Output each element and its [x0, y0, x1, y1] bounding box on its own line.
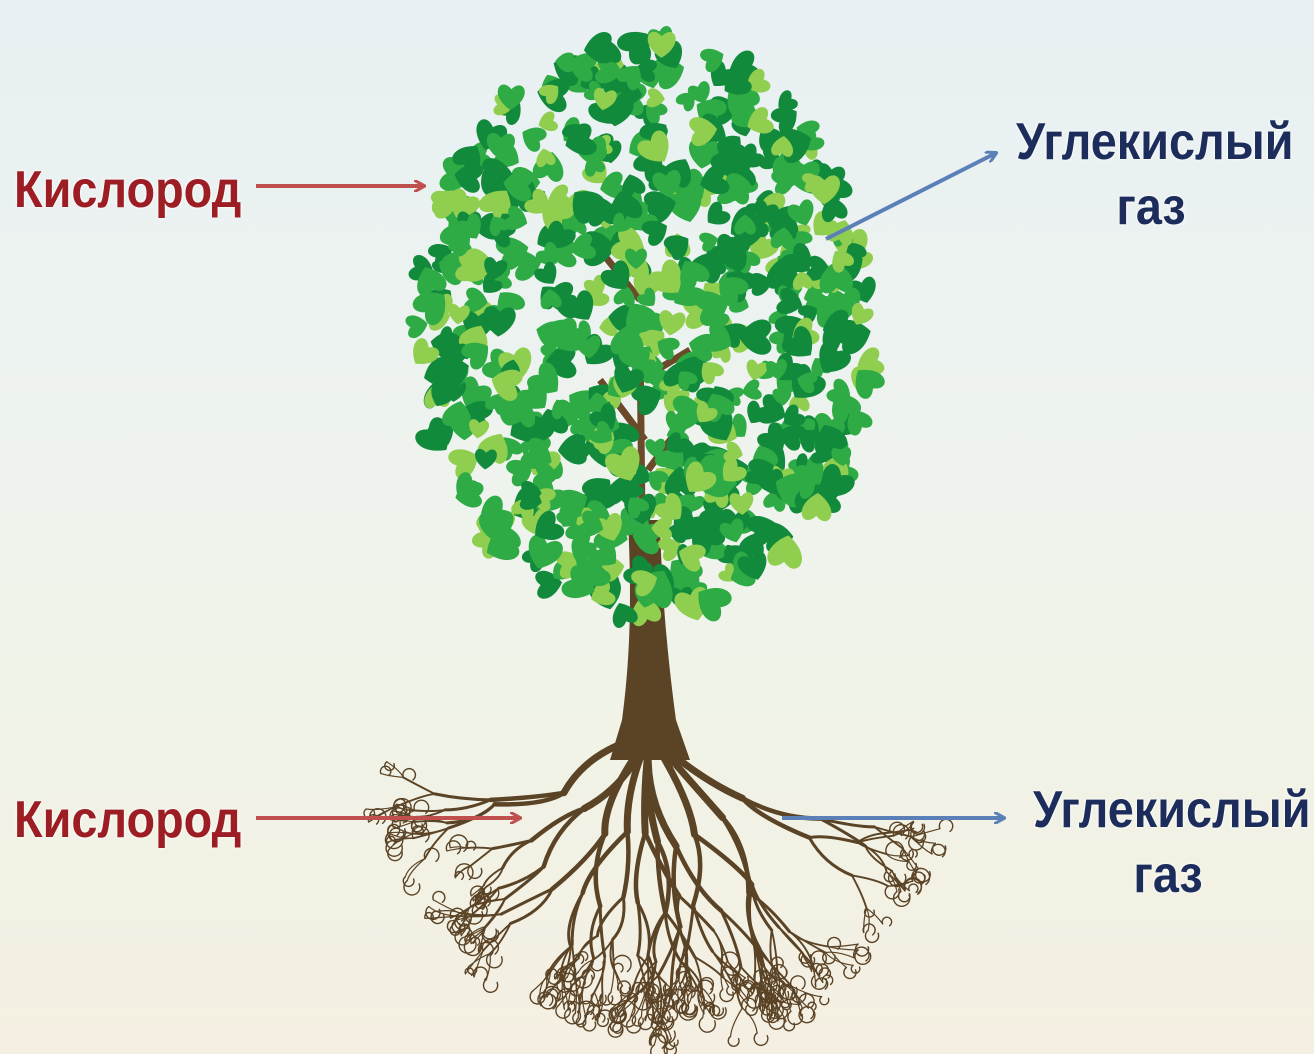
root-branch	[867, 908, 870, 930]
root-curl	[899, 891, 910, 901]
root-branch	[445, 800, 490, 810]
co2-label-top: Углекислый газ	[1016, 110, 1286, 240]
root-branch	[789, 932, 811, 962]
root-branch	[600, 906, 605, 956]
root-branch	[415, 810, 445, 811]
root-branch	[450, 847, 466, 848]
root-branch	[828, 947, 858, 950]
root-branch	[742, 1008, 757, 1033]
root-branch	[381, 774, 404, 778]
root-curl	[483, 980, 497, 993]
root-curl	[487, 954, 503, 968]
root-curl	[649, 1034, 665, 1048]
root-branch	[809, 837, 857, 843]
co2-out-leaves-arrow	[826, 153, 996, 239]
co2-label-bottom-line1: Углекислый	[1033, 778, 1303, 843]
root-branch	[809, 838, 852, 876]
root-curl	[699, 1018, 715, 1032]
root-branch	[648, 957, 649, 988]
root-branch	[723, 818, 749, 893]
root-curl	[820, 997, 829, 1005]
co2-label-top-line1: Углекислый	[1016, 110, 1286, 175]
root-curl	[909, 884, 918, 892]
co2-label-bottom-line2: газ	[1033, 843, 1303, 908]
root-curl	[573, 1013, 585, 1024]
root-curl	[404, 881, 420, 895]
root-curl	[894, 892, 910, 907]
root-curl	[939, 819, 952, 831]
co2-label-top-line2: газ	[1016, 175, 1286, 240]
root-curl	[468, 866, 482, 879]
root-branch	[467, 848, 493, 849]
root-branch	[638, 903, 640, 956]
root-branch	[852, 875, 867, 908]
root-branch	[447, 848, 467, 851]
root-curl	[754, 1033, 768, 1045]
root-curl	[865, 931, 878, 943]
tree-canopy	[405, 21, 888, 629]
root-curl	[885, 886, 899, 899]
tree-roots	[364, 735, 953, 1054]
root-branch	[723, 818, 752, 892]
root-branch	[772, 930, 778, 967]
root-branch	[389, 832, 413, 833]
root-branch	[693, 835, 700, 905]
root-branch	[623, 832, 628, 897]
root-branch	[505, 867, 544, 900]
root-curl	[728, 1037, 739, 1047]
root-branch	[435, 794, 491, 800]
oxygen-label-bottom: Кислород	[14, 788, 241, 853]
root-curl	[882, 917, 891, 925]
leaf-shape	[740, 379, 763, 403]
root-branch	[611, 970, 614, 993]
root-branch	[857, 843, 886, 855]
root-branch	[636, 833, 645, 903]
oxygen-label-top: Кислород	[14, 158, 241, 223]
root-branch	[471, 849, 493, 866]
root-branch	[583, 832, 628, 893]
root-branch	[687, 905, 694, 951]
root-branch	[414, 821, 447, 823]
root-branch	[731, 1008, 743, 1037]
root-branch	[828, 944, 858, 947]
root-branch	[403, 778, 434, 794]
co2-label-bottom: Углекислый газ	[1033, 778, 1303, 908]
